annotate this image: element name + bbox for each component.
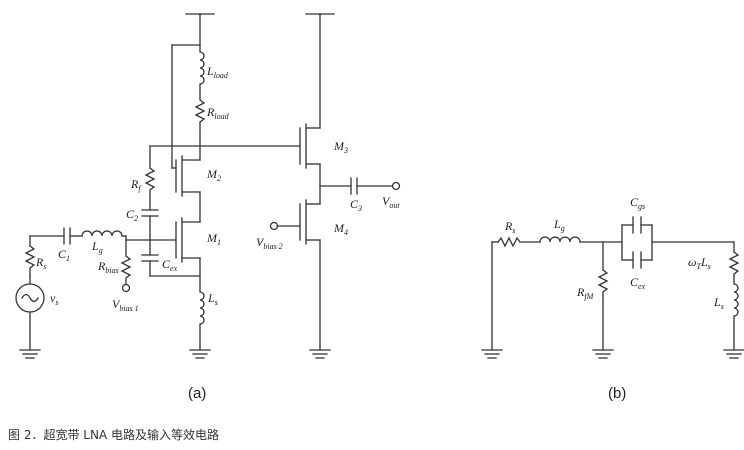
resistor-rs [24,245,36,277]
circuit-a: Lload Rload M3 Rf M2 C2 C3 Vout M1 M4 Vb… [15,13,401,402]
inductor-l-load [199,44,205,93]
resistor-rf [144,167,156,201]
label-vout: Vout [382,194,400,210]
label-m1: M1 [206,231,221,247]
inductor-lg [81,230,123,237]
output-terminal [391,181,401,191]
label-rs-b: Rs [504,219,515,235]
resistor-r-load [194,91,206,141]
label-lg-b: Lg [553,217,565,233]
panel-label-a: (a) [188,385,206,402]
resistor-rbias [120,255,132,285]
inductor-ls-b [733,275,739,351]
label-c2: C2 [126,207,138,223]
label-r-load: Rload [206,105,230,121]
label-c1: C1 [58,247,70,263]
label-m2: M2 [206,167,221,183]
label-rbias: Rbias [97,259,119,275]
figure-caption: 图 2．超宽带 LNA 电路及输入等效电路 [8,428,219,442]
label-m4: M4 [333,221,348,237]
vbias2-terminal [269,221,279,231]
label-ls: Ls [207,291,218,307]
resistor-wt-ls [728,251,740,277]
label-vbias1: Vbias 1 [112,297,139,313]
label-ls-b: Ls [713,295,724,311]
resistor-rfm [597,269,609,297]
label-m3: M3 [333,139,348,155]
label-wt-ls: ωTLs [688,255,711,271]
label-cex-b: Cex [630,275,646,291]
circuit-b: Cgs Rs Lg ωTLs RfM Cex Ls (b) [481,195,744,402]
label-cgs: Cgs [630,195,645,211]
inductor-lg-b [539,236,581,243]
label-rfm: RfM [576,285,595,301]
label-c3: C3 [350,197,362,213]
label-rf: Rf [130,177,142,193]
inductor-ls [199,279,205,351]
label-rs: Rs [35,255,46,271]
label-l-load: Lload [206,64,229,80]
label-lg: Lg [91,239,103,255]
label-cex: Cex [162,257,178,273]
label-vs: vs [50,291,58,307]
vbias1-terminal [121,283,131,293]
sine-icon [21,293,39,303]
panel-label-b: (b) [608,385,626,402]
resistor-rs-b [497,236,521,248]
label-vbias2: Vbias 2 [256,235,283,251]
